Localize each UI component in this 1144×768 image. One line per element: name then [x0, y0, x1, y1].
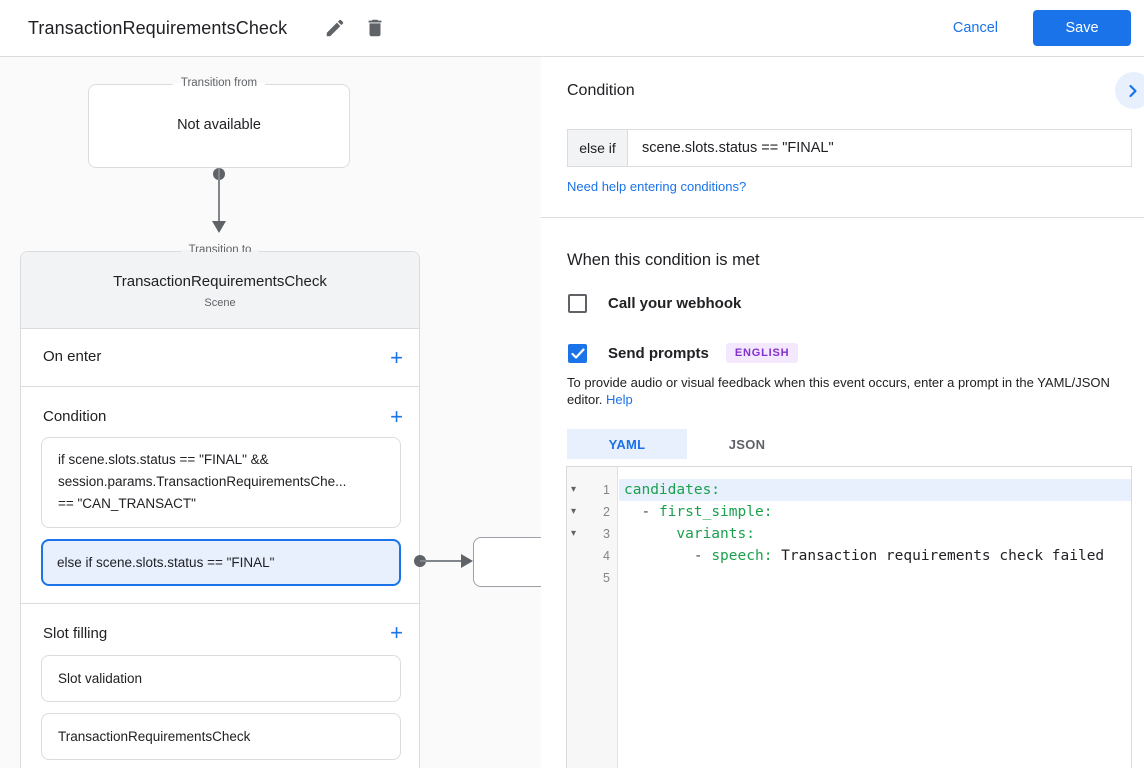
code-token-key: candidates: — [624, 482, 721, 498]
scene-type-label: Scene — [204, 297, 236, 309]
condition-section-label: Condition — [43, 408, 107, 425]
help-link[interactable]: Help — [606, 391, 633, 407]
slot-validation-box[interactable]: Slot validation — [41, 655, 401, 702]
edit-scene-name-button[interactable] — [322, 16, 348, 42]
condition-met-title: When this condition is met — [567, 251, 760, 269]
scene-card-header[interactable]: TransactionRequirementsCheck Scene — [21, 252, 419, 329]
gutter-line: ▾3 — [567, 523, 617, 545]
language-badge: ENGLISH — [725, 343, 799, 363]
tab-yaml[interactable]: YAML — [567, 429, 687, 459]
line-number: 3 — [603, 527, 610, 541]
fold-arrow-icon[interactable]: ▾ — [571, 484, 577, 495]
condition-panel: Condition else if scene.slots.status == … — [541, 57, 1144, 768]
condition-input-row: else if scene.slots.status == "FINAL" — [567, 129, 1132, 167]
flow-canvas: Transition from Not available Transition… — [0, 57, 541, 768]
line-number: 1 — [603, 483, 610, 497]
slot-box-label: TransactionRequirementsCheck — [58, 729, 251, 744]
transition-from-legend: Transition from — [89, 77, 349, 89]
code-line[interactable]: - speech: Transaction requirements check… — [619, 545, 1131, 567]
transition-from-content: Not available — [177, 117, 261, 133]
delete-scene-button[interactable] — [362, 16, 388, 42]
scene-card: Transition to TransactionRequirementsChe… — [20, 244, 420, 768]
code-token-plain — [624, 504, 641, 520]
gutter-line: ▾2 — [567, 501, 617, 523]
condition-expression-input[interactable]: scene.slots.status == "FINAL" — [642, 140, 834, 156]
arrow-down-icon — [212, 221, 226, 233]
prompt-description-text: To provide audio or visual feedback when… — [567, 375, 1110, 407]
send-prompts-row: Send prompts ENGLISH — [568, 343, 799, 363]
cancel-button[interactable]: Cancel — [952, 20, 998, 36]
if-condition-line: session.params.TransactionRequirementsCh… — [58, 474, 347, 489]
code-token-plain: Transaction requirements check failed — [772, 548, 1105, 564]
send-prompts-checkbox[interactable] — [568, 343, 587, 363]
on-enter-row[interactable]: On enter + — [21, 329, 419, 387]
code-lines: candidates: - first_simple: variants: - … — [619, 467, 1131, 589]
send-prompts-label: Send prompts — [608, 344, 709, 362]
pencil-icon — [324, 19, 346, 42]
code-token-meta: - — [641, 504, 659, 520]
condition-section: Condition + if scene.slots.status == "FI… — [21, 387, 419, 604]
if-condition-line: if scene.slots.status == "FINAL" && — [58, 452, 269, 467]
slot-transaction-box[interactable]: TransactionRequirementsCheck — [41, 713, 401, 760]
call-webhook-checkbox[interactable] — [568, 294, 587, 313]
page-title: TransactionRequirementsCheck — [28, 18, 288, 38]
collapse-panel-button[interactable] — [1115, 72, 1144, 109]
scene-name: TransactionRequirementsCheck — [113, 273, 327, 290]
line-number: 5 — [603, 571, 610, 585]
gutter-line: ▾1 — [567, 479, 617, 501]
panel-divider — [541, 217, 1144, 218]
code-token-plain — [624, 548, 694, 564]
code-line[interactable]: variants: — [619, 523, 1131, 545]
gutter-line: 4 — [567, 545, 617, 567]
trash-icon — [364, 19, 386, 42]
transition-from-box[interactable]: Transition from Not available — [88, 77, 350, 168]
transition-target-box[interactable] — [473, 537, 541, 587]
code-token-plain — [624, 526, 676, 542]
arrow-right-icon — [461, 554, 473, 568]
top-header: TransactionRequirementsCheck Cancel Save — [0, 0, 1144, 57]
tab-json[interactable]: JSON — [728, 436, 766, 452]
code-area[interactable]: candidates: - first_simple: variants: - … — [619, 467, 1131, 768]
code-line[interactable]: - first_simple: — [619, 501, 1131, 523]
slot-filling-section: Slot filling + Slot validation Transacti… — [21, 604, 419, 768]
if-condition-line: == "CAN_TRANSACT" — [58, 496, 196, 511]
gutter-line: 5 — [567, 567, 617, 589]
add-on-enter-icon[interactable]: + — [390, 345, 403, 370]
prompt-description: To provide audio or visual feedback when… — [567, 375, 1139, 408]
if-condition-box[interactable]: if scene.slots.status == "FINAL" && sess… — [41, 437, 401, 528]
code-token-key: speech: — [711, 548, 773, 564]
code-line[interactable]: candidates: — [619, 479, 1131, 501]
condition-help-link[interactable]: Need help entering conditions? — [567, 179, 747, 194]
save-button[interactable]: Save — [1033, 10, 1131, 46]
code-token-key: first_simple: — [658, 504, 773, 520]
add-condition-icon[interactable]: + — [390, 404, 403, 429]
code-token-key: variants: — [676, 526, 755, 542]
connector-line — [420, 560, 462, 562]
slot-filling-label: Slot filling — [43, 625, 108, 642]
condition-prefix: else if — [568, 130, 628, 166]
webhook-row: Call your webhook — [568, 294, 741, 313]
line-number: 2 — [603, 505, 610, 519]
add-slot-icon[interactable]: + — [390, 620, 403, 645]
fold-arrow-icon[interactable]: ▾ — [571, 506, 577, 517]
else-if-condition-box-selected[interactable]: else if scene.slots.status == "FINAL" — [41, 539, 401, 586]
panel-title: Condition — [567, 82, 635, 99]
line-number: 4 — [603, 549, 610, 563]
on-enter-label: On enter — [43, 348, 102, 365]
editor-tabs: YAML JSON — [567, 429, 807, 459]
call-webhook-label: Call your webhook — [608, 295, 742, 312]
code-line[interactable] — [619, 567, 1131, 589]
code-token-meta: - — [693, 548, 712, 564]
else-if-condition-text: else if scene.slots.status == "FINAL" — [57, 555, 275, 570]
connector-line — [218, 168, 220, 224]
fold-arrow-icon[interactable]: ▾ — [571, 528, 577, 539]
slot-box-label: Slot validation — [58, 671, 143, 686]
